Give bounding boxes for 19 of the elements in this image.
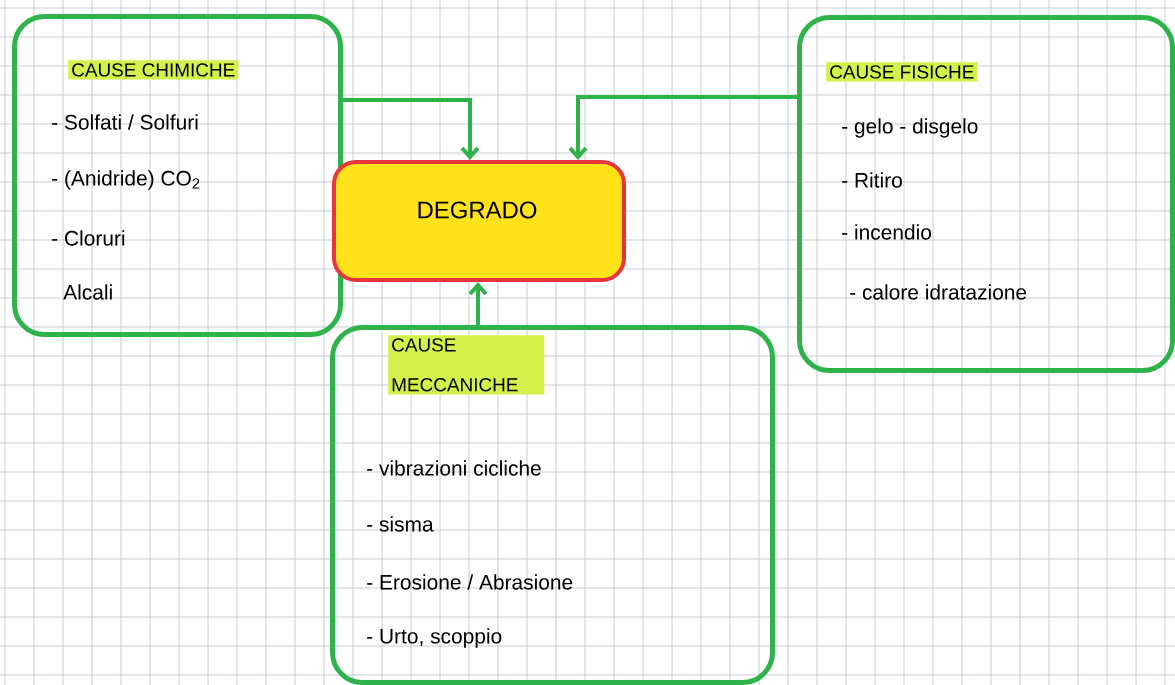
list-item: - Cloruri xyxy=(52,230,125,246)
list-item: - sisma xyxy=(367,516,434,532)
list-item: - gelo - disgelo xyxy=(842,118,978,138)
list-item: - (Anidride) CO$_{2}$ xyxy=(52,170,200,190)
arrow xyxy=(343,98,480,160)
list-item: - vibrazioni cicliche xyxy=(367,460,541,476)
node-label: DEGRADO xyxy=(418,201,537,219)
arrow xyxy=(468,282,488,325)
list-item: - Ritiro xyxy=(842,172,902,188)
arrow xyxy=(568,95,797,160)
heading: CAUSE FISICHE xyxy=(826,62,978,82)
list-item: - calore idratazione xyxy=(850,284,1027,300)
list-item: - incendio xyxy=(842,224,931,240)
list-item: - Urto, scoppio xyxy=(367,628,502,648)
heading: CAUSE CHIMICHE xyxy=(68,60,239,80)
list-item: - Erosione / Abrasione xyxy=(367,574,573,590)
heading: CAUSE MECCANICHE xyxy=(388,335,545,395)
list-item: Alcali xyxy=(63,284,112,300)
list-item: - Solfati / Solfuri xyxy=(52,114,198,130)
